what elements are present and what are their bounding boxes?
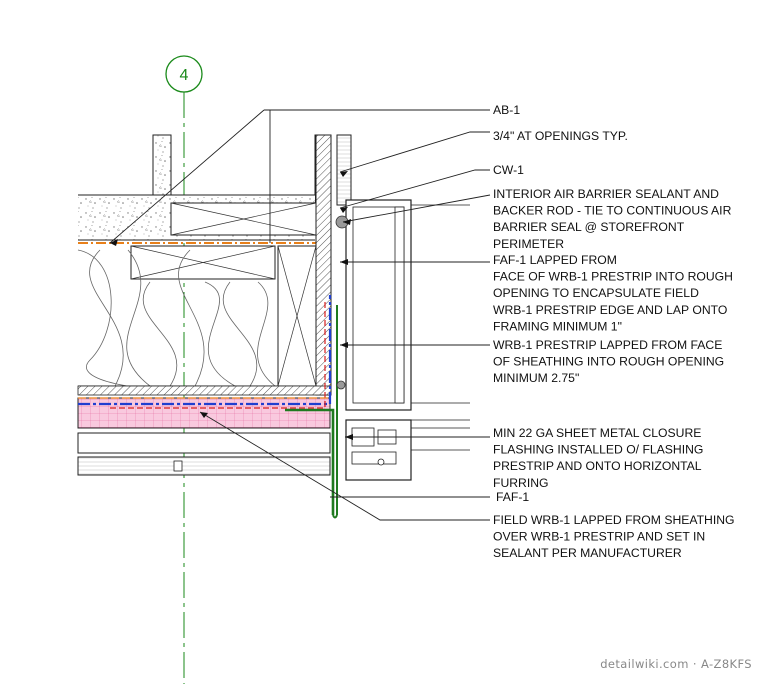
credit-watermark: detailwiki.com · A-Z8KFS	[600, 657, 752, 671]
cladding-below	[77, 432, 331, 476]
callout-faf1-lapped-line: FRAMING MINIMUM 1"	[493, 319, 622, 333]
callout-closure-line: PRESTRIP AND ONTO HORIZONTAL	[493, 459, 702, 473]
storefront-frame	[335, 134, 470, 481]
grid-bubble-label: 4	[180, 67, 189, 84]
callout-ab1-line: AB-1	[493, 103, 520, 117]
callout-openings-line: 3/4" AT OPENINGS TYP.	[493, 129, 628, 143]
callout-closure-line: FURRING	[493, 476, 549, 490]
callout-faf1-lapped-line: OPENING TO ENCAPSULATE FIELD	[493, 286, 699, 300]
wood-framing	[130, 202, 317, 387]
leader-lines	[109, 109, 491, 521]
leader-arrowheads	[110, 171, 353, 440]
grid-bubble	[165, 55, 203, 93]
callout-cw1-line: CW-1	[493, 163, 524, 177]
callout-wrb1-prestrip-line: WRB-1 PRESTRIP LAPPED FROM FACE	[493, 338, 722, 352]
callout-sealant-line: INTERIOR AIR BARRIER SEALANT AND	[493, 187, 719, 201]
callout-field-wrb1-line: FIELD WRB-1 LAPPED FROM SHEATHING	[493, 513, 735, 527]
callout-faf1-lapped-line: FACE OF WRB-1 PRESTRIP INTO ROUGH	[493, 270, 733, 284]
callout-wrb1-prestrip-line: MINIMUM 2.75"	[493, 371, 579, 385]
callout-closure-line: MIN 22 GA SHEET METAL CLOSURE	[493, 426, 701, 440]
callout-faf1-line: FAF-1	[496, 490, 529, 504]
callout-sealant-line: BACKER ROD - TIE TO CONTINUOUS AIR	[493, 204, 732, 218]
callout-closure-line: FLASHING INSTALLED O/ FLASHING	[493, 443, 703, 457]
callout-faf1-lapped-line: WRB-1 PRESTRIP EDGE AND LAP ONTO	[493, 303, 727, 317]
callout-field-wrb1-line: OVER WRB-1 PRESTRIP AND SET IN	[493, 530, 705, 544]
callout-wrb1-prestrip-line: OF SHEATHING INTO ROUGH OPENING	[493, 355, 724, 369]
callout-sealant-line: BARRIER SEAL @ STOREFRONT	[493, 220, 685, 234]
metal-flashing	[285, 305, 338, 519]
wrb-membrane	[78, 295, 332, 409]
callout-faf1-lapped-line: FAF-1 LAPPED FROM	[493, 253, 617, 267]
sheathing	[77, 134, 332, 396]
callout-sealant-line: PERIMETER	[493, 237, 564, 251]
callout-field-wrb1-line: SEALANT PER MANUFACTURER	[493, 546, 682, 560]
